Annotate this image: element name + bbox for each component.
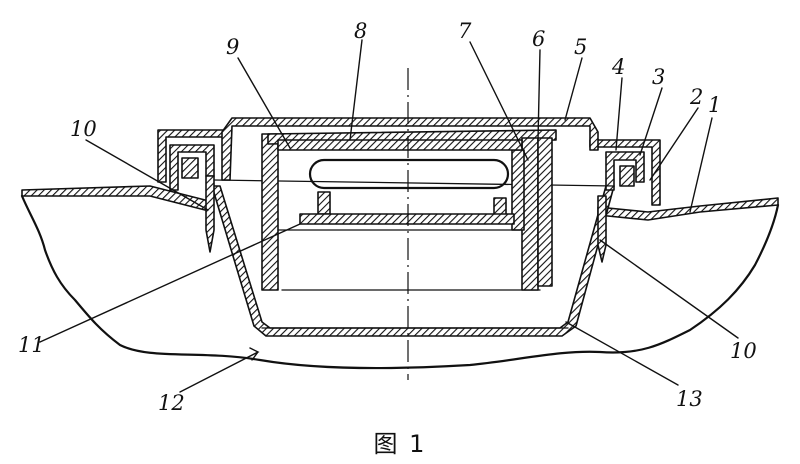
callout-12: 12 <box>158 391 185 415</box>
callout-6: 6 <box>532 27 545 51</box>
callout-8: 8 <box>354 19 367 43</box>
callout-4: 4 <box>611 55 625 79</box>
float-assembly <box>277 139 523 231</box>
figure-caption: 图 1 <box>373 430 427 458</box>
right-clamp-ring <box>589 139 661 263</box>
callout-1: 1 <box>708 93 721 117</box>
leader-lines <box>39 39 739 393</box>
callout-3: 3 <box>652 65 665 89</box>
callout-13: 13 <box>676 387 703 411</box>
callout-10-right: 10 <box>730 339 757 363</box>
callout-9: 9 <box>226 35 239 59</box>
callout-7: 7 <box>458 19 472 43</box>
callout-5: 5 <box>574 35 587 59</box>
inner-cup <box>261 129 557 291</box>
callout-2: 2 <box>689 85 703 109</box>
callout-11: 11 <box>18 333 45 357</box>
callout-10-left: 10 <box>70 117 97 141</box>
